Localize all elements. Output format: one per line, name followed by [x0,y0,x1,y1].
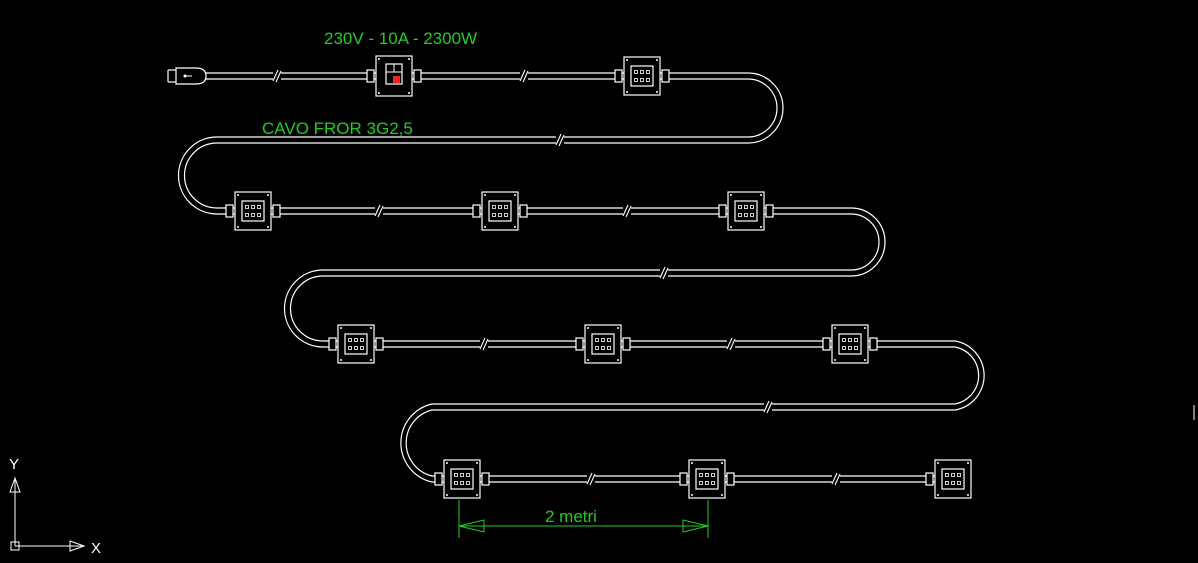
cable-path-outer [183,72,985,477]
power-spec-label: 230V - 10A - 2300W [324,29,477,48]
cable-break-mark [659,266,669,280]
cable-break-mark [519,69,529,83]
cable-break-mark [374,204,384,218]
cable-break-mark [555,133,565,147]
socket-box-icon[interactable] [225,191,281,231]
socket-box-icon[interactable] [472,191,528,231]
socket-box-icon[interactable] [925,459,972,499]
y-axis-label: Y [9,456,19,473]
cable-break-mark [479,337,489,351]
cable-break-mark [272,69,282,83]
socket-box-icon[interactable] [328,324,384,364]
cable-type-label: CAVO FROR 3G2,5 [262,119,413,138]
socket-box-icon[interactable] [614,56,670,96]
ucs-axis-icon: Y X [9,456,101,557]
cable-break-mark [726,337,736,351]
socket-boxes [225,56,972,499]
socket-box-icon[interactable] [434,459,490,499]
cable-break-mark [831,472,841,486]
socket-box-icon[interactable] [679,459,735,499]
socket-box-icon[interactable] [718,191,774,231]
cable-path-inner [177,78,980,483]
socket-box-icon[interactable] [575,324,631,364]
dimension-2m: 2 metri [458,500,709,538]
cable-break-mark [622,204,632,218]
x-axis-label: X [91,540,101,557]
breaker-box-icon[interactable] [366,55,422,97]
breaker-indicator [393,76,400,83]
cable-break-mark [586,472,596,486]
plug-icon[interactable] [167,67,207,85]
cable-break-marks [272,69,841,486]
dimension-label: 2 metri [545,507,597,526]
socket-box-icon[interactable] [822,324,878,364]
cable-break-mark [763,400,773,414]
cable-run [177,72,985,483]
